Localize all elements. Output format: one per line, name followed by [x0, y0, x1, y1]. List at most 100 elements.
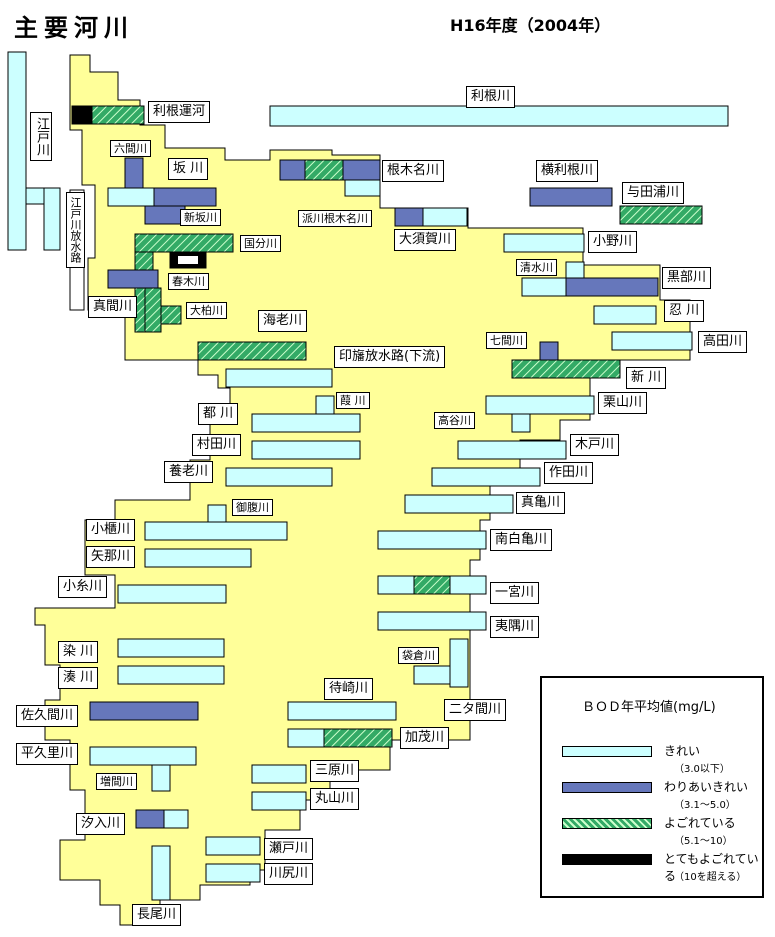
label-maruyama: 丸山川	[310, 788, 360, 810]
kuriyama-bar	[485, 395, 595, 415]
label-yokotone: 横利根川	[536, 160, 599, 182]
rokken-bar	[124, 157, 144, 189]
page-title: 主要河川	[14, 14, 134, 42]
legend-swatch-fair	[562, 782, 652, 793]
sakagawa-clean-segment	[107, 187, 155, 207]
label-shimizu: 清水川	[516, 259, 557, 276]
some-bar	[117, 638, 225, 658]
kamo-clean-segment	[287, 728, 325, 748]
inba-bar	[225, 368, 333, 388]
takaya-bar	[511, 413, 531, 433]
mama-stem	[144, 287, 162, 333]
seto-bar	[205, 836, 261, 856]
label-minato: 湊 川	[58, 667, 99, 689]
kido-bar	[457, 440, 567, 460]
legend: ＢＯＤ年平均値(mg/L) きれい （3.0以下） わりあいきれい （3.1～5…	[540, 676, 764, 898]
masuma-bar	[151, 764, 171, 792]
mabara-bar	[207, 504, 227, 524]
shichiken-bar	[539, 341, 559, 361]
label-inba-hosuiro: 印旛放水路(下流)	[334, 346, 446, 368]
ashi-bar	[315, 395, 335, 415]
sakuta-bar	[431, 467, 541, 487]
ebi-bar	[197, 341, 307, 361]
maruyama-bar	[251, 791, 307, 811]
label-kawajiri: 川尻川	[264, 863, 314, 885]
label-shin: 新 川	[626, 367, 667, 389]
label-okashiwa: 大柏川	[186, 302, 227, 319]
sakuma-bar	[89, 701, 199, 721]
label-kokubun: 国分川	[240, 235, 281, 252]
obitsu-bar	[144, 521, 288, 541]
fukuro-bar	[449, 638, 469, 688]
label-sakuta: 作田川	[544, 462, 594, 484]
murata-bar	[251, 440, 361, 460]
tone-canal-bars	[71, 105, 145, 125]
legend-name-very: とてもよごれている	[664, 852, 759, 883]
label-obitsu: 小櫃川	[86, 519, 136, 541]
legend-name-fair: わりあいきれい	[664, 780, 749, 794]
yokotone-bar	[529, 187, 613, 207]
nagao-bar	[151, 845, 171, 901]
shinsaka-bar	[144, 205, 186, 225]
label-yana: 矢那川	[86, 546, 136, 568]
label-sakagawa: 坂 川	[168, 158, 209, 180]
label-kuriyama: 栗山川	[598, 392, 648, 414]
legend-name-clean: きれい	[664, 744, 701, 758]
isumi-bar	[377, 611, 487, 631]
label-miyako: 都 川	[198, 403, 239, 425]
koito-bar	[117, 584, 227, 604]
haruki-inner	[178, 256, 198, 264]
label-tone-canal: 利根運河	[148, 101, 211, 123]
oshi-bar	[593, 305, 657, 325]
shioiri-fair-segment	[135, 809, 165, 829]
label-yoro: 養老川	[164, 461, 214, 483]
shimizu-bar	[565, 261, 585, 279]
takada-bar	[611, 331, 693, 351]
page-subtitle: H16年度（2004年）	[450, 16, 611, 35]
minami-shirakame-bar	[377, 530, 487, 550]
label-mabara: 御腹川	[232, 499, 273, 516]
legend-swatch-dirty	[562, 818, 652, 829]
label-fukuro: 袋倉川	[398, 647, 439, 664]
legend-range-dirty: （5.1～10）	[674, 836, 733, 847]
label-murata: 村田川	[192, 434, 242, 456]
yodaura-bar	[619, 205, 703, 225]
label-mama: 真間川	[88, 296, 138, 318]
yoro-bar	[225, 467, 333, 487]
legend-swatch-clean	[562, 746, 652, 757]
label-ashi: 葭 川	[336, 392, 370, 409]
tonegawa-bar	[269, 105, 729, 127]
okashiwa-bar	[160, 305, 182, 325]
ono-bar	[503, 233, 585, 253]
machizaki-bar	[287, 701, 397, 721]
mama-bar	[107, 269, 159, 289]
label-rokkenkawa: 六間川	[110, 140, 151, 157]
label-oshi: 忍 川	[664, 300, 705, 322]
label-minami-shirakame: 南白亀川	[490, 529, 553, 551]
hirakuri-bar	[89, 746, 197, 766]
label-hakawa-nekina: 派川根木名川	[298, 210, 372, 227]
hakawa-nekina-bar	[344, 179, 381, 197]
label-shioiri: 汐入川	[76, 813, 126, 835]
label-kido: 木戸川	[570, 434, 620, 456]
yana-bar	[144, 548, 252, 568]
label-sakuma: 佐久間川	[16, 705, 79, 727]
label-masuma: 増間川	[96, 773, 137, 790]
legend-name-dirty: よごれている	[664, 816, 736, 830]
label-haruki: 春木川	[168, 273, 209, 290]
kurobe-clean-segment	[521, 277, 567, 297]
label-takaya: 高谷川	[434, 412, 475, 429]
kokubun-bar	[134, 233, 234, 253]
magame-bar	[404, 494, 514, 514]
label-edogawa: 江戸川	[30, 112, 52, 161]
label-magame: 真亀川	[516, 492, 566, 514]
label-ono: 小野川	[588, 231, 638, 253]
legend-range-fair: （3.1～5.0）	[674, 800, 736, 811]
label-some: 染 川	[58, 641, 99, 663]
label-nagao: 長尾川	[132, 904, 182, 926]
legend-range-very: （10を超える）	[674, 872, 747, 883]
nekina-dirty-segment	[304, 159, 344, 181]
mihara-bar	[251, 764, 307, 784]
label-kamo: 加茂川	[400, 727, 450, 749]
